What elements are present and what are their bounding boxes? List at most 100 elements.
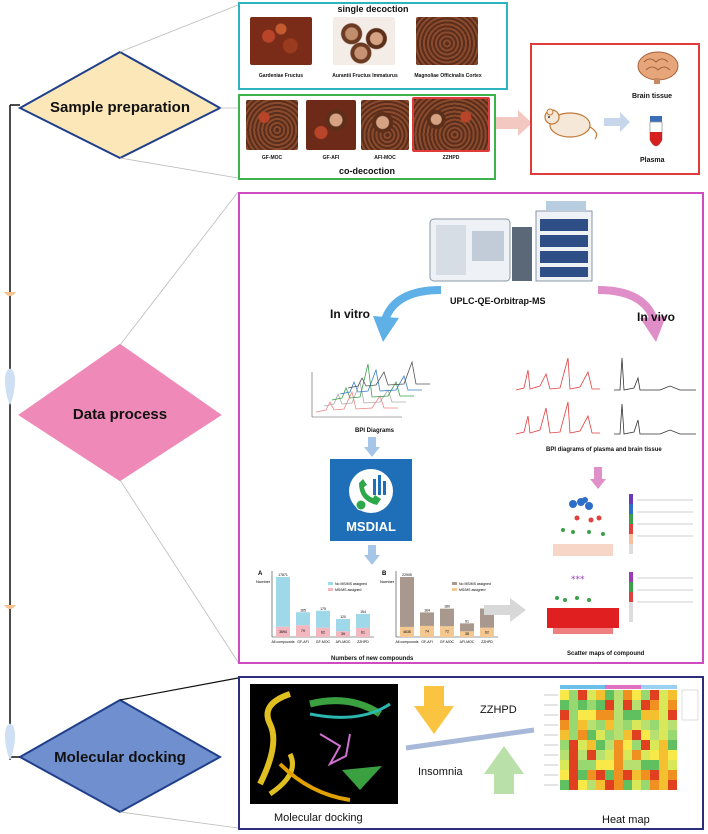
heat-map-cell bbox=[569, 690, 578, 700]
bpi-plasma-brain-diagram bbox=[512, 352, 698, 436]
zzhpd-image bbox=[412, 97, 490, 152]
msdial-label: MSDIAL bbox=[346, 519, 396, 534]
plasma-label: Plasma bbox=[640, 157, 665, 164]
heat-map-group-bar bbox=[623, 685, 632, 689]
heat-map-cell bbox=[569, 780, 578, 790]
arrow-up-green bbox=[484, 746, 524, 794]
heat-map-cell bbox=[641, 730, 650, 740]
data-label-total: 91 bbox=[465, 619, 469, 623]
y-axis-label: Number bbox=[380, 579, 395, 584]
heat-map-cell bbox=[587, 780, 596, 790]
heat-map-cell bbox=[659, 710, 668, 720]
plasma-tube-icon bbox=[649, 116, 663, 147]
heat-map-cell bbox=[578, 730, 587, 740]
co-decoction-panel bbox=[238, 94, 496, 180]
heat-map-cell bbox=[659, 760, 668, 770]
heat-map-cell bbox=[614, 690, 623, 700]
heat-map-cell bbox=[641, 720, 650, 730]
heat-map-cell bbox=[650, 710, 659, 720]
heat-map-cell bbox=[578, 780, 587, 790]
heat-map-cell bbox=[569, 770, 578, 780]
heat-map-legend bbox=[681, 689, 699, 721]
heat-map-cell bbox=[605, 750, 614, 760]
heat-map-cell bbox=[578, 720, 587, 730]
data-label-ms: 3694 bbox=[279, 630, 287, 634]
category-label: GF-MOC bbox=[440, 640, 455, 644]
stage-sample-preparation: Sample preparation bbox=[49, 99, 191, 116]
arrow-to-scatter bbox=[484, 598, 526, 622]
arrow-in-vivo bbox=[597, 286, 666, 342]
heat-map-cell bbox=[587, 750, 596, 760]
heat-map-cell bbox=[569, 750, 578, 760]
data-label-ms: 74 bbox=[425, 629, 429, 633]
data-label-total: 120 bbox=[340, 615, 346, 619]
legend-entry: No MS/MS assigned bbox=[335, 582, 367, 586]
heat-map-cell bbox=[596, 770, 605, 780]
docking-caption: Molecular docking bbox=[274, 812, 363, 824]
heat-map-cell bbox=[668, 740, 677, 750]
legend-entry: MS/MS assigned bbox=[459, 588, 486, 592]
heat-map-cell bbox=[650, 780, 659, 790]
uplc-instrument-image bbox=[429, 201, 593, 282]
heat-map-cell bbox=[614, 760, 623, 770]
data-label-ms: 72 bbox=[445, 630, 449, 634]
category-label: AFI-MOC bbox=[336, 640, 351, 644]
heat-map-cell bbox=[623, 710, 632, 720]
bar-ms-assigned bbox=[440, 626, 454, 637]
heat-map-cell bbox=[578, 700, 587, 710]
heat-map-group-bar bbox=[668, 685, 677, 689]
heat-map-cell bbox=[596, 780, 605, 790]
heat-map-cell bbox=[560, 780, 569, 790]
heat-map-cell bbox=[632, 700, 641, 710]
arrow-in-vitro bbox=[373, 286, 442, 342]
data-label-total: 17871 bbox=[278, 573, 288, 577]
data-label-ms: 62 bbox=[321, 630, 325, 634]
co-decoction-title: co-decoction bbox=[338, 166, 395, 176]
heat-map-cell bbox=[632, 720, 641, 730]
heat-map-cell bbox=[578, 740, 587, 750]
heat-map-cell bbox=[623, 720, 632, 730]
category-label: ZZHPD bbox=[357, 640, 369, 644]
heat-map-cell bbox=[659, 740, 668, 750]
gf-moc-label: GF-MOC bbox=[261, 155, 283, 161]
bar-ms-assigned bbox=[276, 626, 290, 637]
data-label-ms: 39 bbox=[341, 632, 345, 636]
heat-map-cell bbox=[659, 690, 668, 700]
category-label: ZZHPD bbox=[481, 640, 493, 644]
aurantii-label: Aurantii Fructus Immaturus bbox=[332, 73, 398, 79]
heat-map-cell bbox=[560, 690, 569, 700]
heat-map-cell bbox=[641, 770, 650, 780]
heat-map-cell bbox=[641, 710, 650, 720]
heat-map-cell bbox=[587, 700, 596, 710]
heat-map-cell bbox=[569, 760, 578, 770]
y-axis-label: Number bbox=[256, 579, 271, 584]
heat-map-cell bbox=[650, 700, 659, 710]
category-label: All compounds bbox=[396, 640, 419, 644]
heat-map-cell bbox=[605, 690, 614, 700]
gardeniae-image bbox=[250, 17, 312, 65]
bar-no-ms-assigned bbox=[296, 612, 310, 626]
legend-swatch bbox=[452, 588, 457, 591]
heat-map-cell bbox=[596, 730, 605, 740]
heat-map-cell bbox=[632, 770, 641, 780]
heat-map-cell bbox=[623, 740, 632, 750]
data-label-total: 164 bbox=[424, 608, 430, 612]
instrument-label: UPLC-QE-Orbitrap-MS bbox=[450, 296, 546, 306]
magnoliae-label: Magnoliae Officinalis Cortex bbox=[414, 73, 482, 79]
heat-map-cell bbox=[650, 720, 659, 730]
gf-afi-image bbox=[306, 100, 356, 150]
heat-map-cell bbox=[614, 770, 623, 780]
heat-map-cell bbox=[578, 760, 587, 770]
heat-map-cell bbox=[596, 760, 605, 770]
heat-map-cell bbox=[650, 760, 659, 770]
bar-ms-assigned bbox=[460, 631, 474, 637]
heat-map-cell bbox=[632, 710, 641, 720]
heat-map-cell bbox=[659, 730, 668, 740]
heat-map-cell bbox=[587, 710, 596, 720]
heat-map-cell bbox=[587, 740, 596, 750]
heat-map-cell bbox=[560, 740, 569, 750]
heat-map-cell bbox=[641, 750, 650, 760]
